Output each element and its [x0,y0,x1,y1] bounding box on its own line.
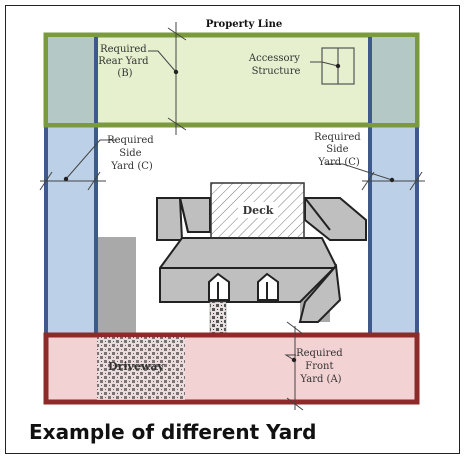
rear-left-corner [48,37,96,123]
accessory-structure-label: Accessory Structure [248,53,303,77]
left-side-yard-label: Required Side Yard (C) [107,135,157,172]
driveway-surface [97,337,185,400]
figure-caption: Example of different Yard [29,420,317,444]
front-yard-label: Required Front Yard (A) [296,348,346,385]
driveway-label: Driveway [108,360,165,373]
house [98,197,367,338]
left-side-yard [44,123,98,337]
property-line-label: Property Line [206,19,282,30]
right-side-yard [368,123,419,337]
rear-yard-label: Required Rear Yard (B) [98,44,152,79]
dimension-lines [39,22,425,411]
right-side-yard-label: Required Side Yard (C) [314,132,364,168]
deck [210,182,305,239]
dimension-dots [63,63,395,363]
rear-yard-zone [43,32,420,128]
deck-label: Deck [243,204,274,217]
rear-right-corner [370,37,415,123]
